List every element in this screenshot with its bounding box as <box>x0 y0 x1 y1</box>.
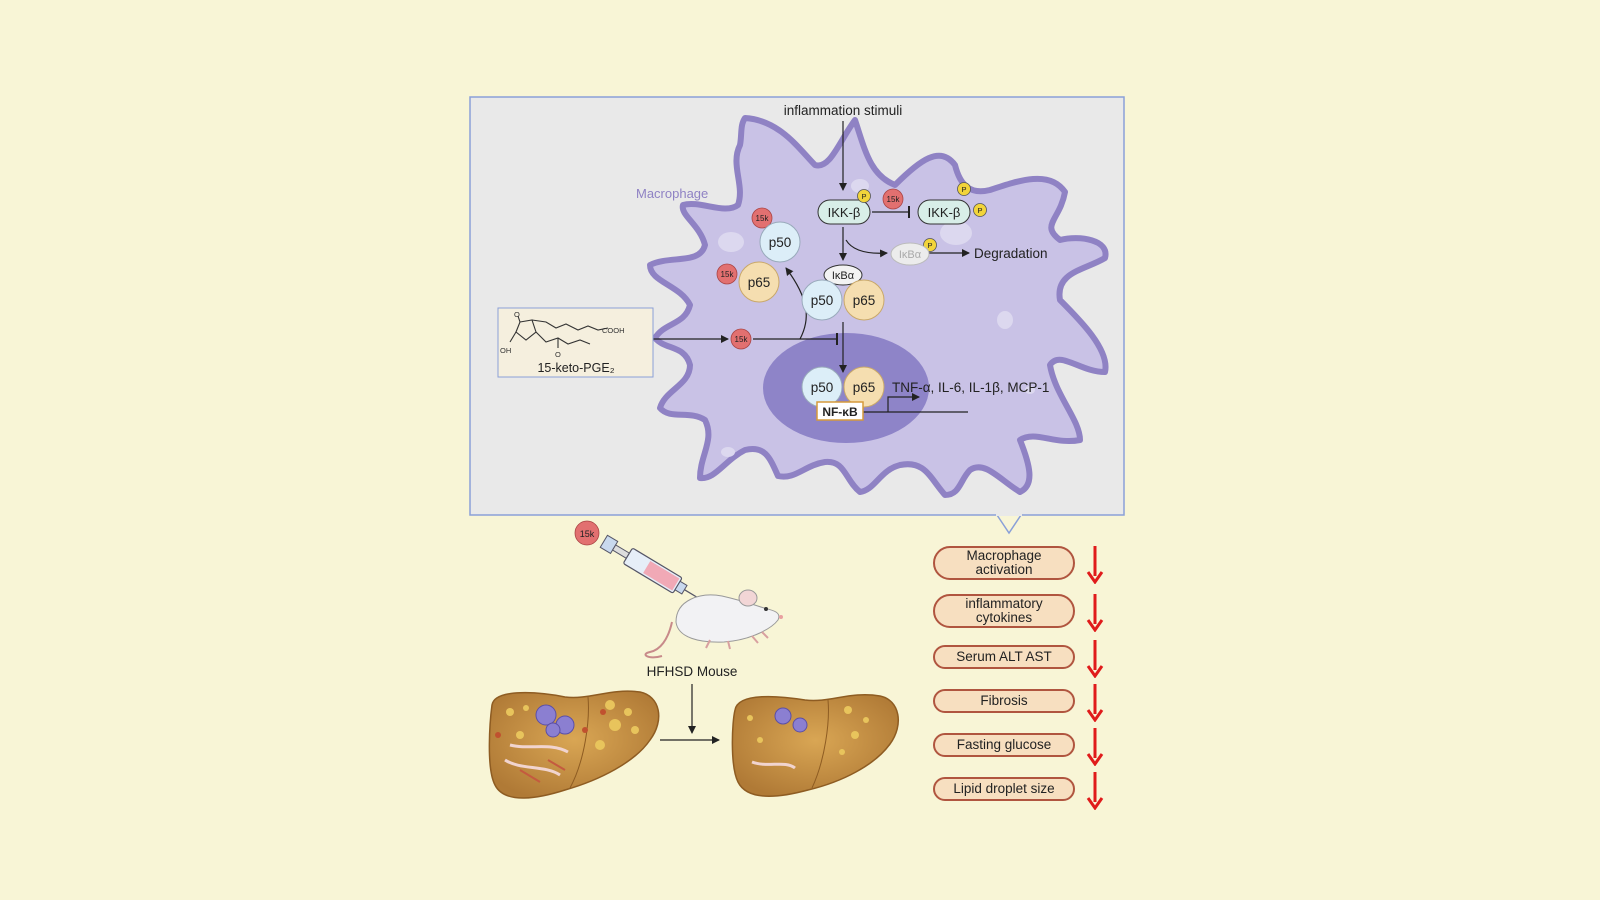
p50-free: p50 <box>759 221 801 263</box>
ikk-beta-phospho-label: IKK-β <box>928 205 961 220</box>
ikk-beta-label: IKK-β <box>828 205 861 220</box>
outcome-label-line1: inflammatory <box>965 596 1043 611</box>
outcome-lipid-droplet-size: Lipid droplet size <box>933 777 1075 801</box>
outcome-macrophage-activation: Macrophage activation <box>933 546 1075 580</box>
compound-15k-label: 15k <box>735 335 749 344</box>
ikba-complex-node: IκBα <box>823 264 863 286</box>
vesicle <box>721 447 735 457</box>
mouse-illustration <box>644 589 783 659</box>
phospho-badge: P <box>957 182 971 196</box>
syringe-icon <box>599 534 726 615</box>
down-arrow-icon <box>1086 594 1104 632</box>
compound-15k-badge: 15k <box>716 263 738 285</box>
macrophage-label: Macrophage <box>636 186 708 201</box>
compound-15k-label: 15k <box>756 214 770 223</box>
compound-15k-badge: 15k <box>751 207 773 229</box>
chemical-structure-drawing <box>509 315 609 348</box>
transcription-arrow <box>887 393 920 412</box>
p65-nuclear: p65 <box>843 366 885 408</box>
down-arrow-icon <box>1086 728 1104 766</box>
down-arrow-icon <box>1086 684 1104 722</box>
immune-cell-cluster <box>535 704 575 738</box>
degradation-label: Degradation <box>974 246 1048 261</box>
immune-cell-cluster <box>774 707 808 733</box>
ikba-release-arrow <box>845 239 888 258</box>
ikba-complex-label: IκBα <box>832 270 855 282</box>
phospho-badge: P <box>973 203 987 217</box>
phospho-badge-label: P <box>861 192 866 201</box>
down-arrow-icon <box>1086 640 1104 678</box>
outcome-label-line1: Serum ALT AST <box>956 649 1052 664</box>
nfkb-label: NF-κB <box>822 405 858 419</box>
cytokines-label: TNF-α, IL-6, IL-1β, MCP-1 <box>892 380 1049 395</box>
p65-free: p65 <box>738 261 780 303</box>
compound-structure-box: O COOH OH O 15-keto-PGE₂ <box>497 307 654 378</box>
outcome-serum-alt-ast: Serum ALT AST <box>933 645 1075 669</box>
outcome-label-line1: Lipid droplet size <box>953 781 1055 796</box>
liver-diseased-illustration <box>488 690 660 799</box>
structure-oxygen-top: O <box>514 310 520 319</box>
compound-name: 15-keto-PGE₂ <box>537 361 614 375</box>
outcome-fibrosis: Fibrosis <box>933 689 1075 713</box>
vesicle <box>718 232 744 252</box>
p50-nuclear-label: p50 <box>811 380 834 395</box>
compound-15k-label: 15k <box>721 270 735 279</box>
ikk-beta-node: IKK-β <box>817 199 871 225</box>
outcome-fasting-glucose: Fasting glucose <box>933 733 1075 757</box>
phospho-badge-label: P <box>927 241 932 250</box>
nfkb-box: NF-κB <box>816 401 864 421</box>
outcome-label-line1: Fasting glucose <box>956 737 1052 752</box>
inflammation-stimuli-label: inflammation stimuli <box>784 103 903 118</box>
compound-15k-label: 15k <box>580 529 595 539</box>
ikk-beta-phospho-node: IKK-β <box>917 199 971 225</box>
phospho-badge-label: P <box>977 206 982 215</box>
down-arrow-icon <box>1086 772 1104 810</box>
p65-complex: p65 <box>843 279 885 321</box>
p50-nuclear: p50 <box>801 366 843 408</box>
p50-complex-label: p50 <box>811 293 834 308</box>
p65-complex-label: p65 <box>853 293 876 308</box>
p50-free-label: p50 <box>769 235 792 250</box>
vesicle <box>997 311 1013 329</box>
compound-15k-badge: 15k <box>882 188 904 210</box>
compound-15k-badge: 15k <box>730 328 752 350</box>
liver-treated-illustration <box>731 694 899 797</box>
outcome-label-line2: activation <box>975 562 1033 577</box>
phospho-badge-label: P <box>961 185 966 194</box>
ikba-degraded-node: IκBα <box>890 242 930 266</box>
outcome-label-line2: cytokines <box>975 610 1033 625</box>
vesicle <box>1025 386 1035 394</box>
outcome-label-line1: Fibrosis <box>980 693 1028 708</box>
structure-cooh-label: COOH <box>602 326 625 335</box>
compound-15k-label: 15k <box>887 195 901 204</box>
ikba-degraded-label: IκBα <box>899 249 922 261</box>
p50-complex: p50 <box>801 279 843 321</box>
outcome-inflammatory-cytokines: inflammatory cytokines <box>933 594 1075 628</box>
down-arrow-icon <box>1086 546 1104 584</box>
panel-pointer <box>995 514 1023 535</box>
outcome-label-line1: Macrophage <box>966 548 1042 563</box>
mouse-label: HFHSD Mouse <box>647 664 738 679</box>
vesicle <box>940 221 972 245</box>
p65-free-label: p65 <box>748 275 771 290</box>
structure-oxygen-bottom: O <box>555 350 561 359</box>
p65-nuclear-label: p65 <box>853 380 876 395</box>
compound-15k-badge: 15k <box>574 520 600 546</box>
structure-oh-label: OH <box>500 346 511 355</box>
phospho-badge: P <box>857 189 871 203</box>
